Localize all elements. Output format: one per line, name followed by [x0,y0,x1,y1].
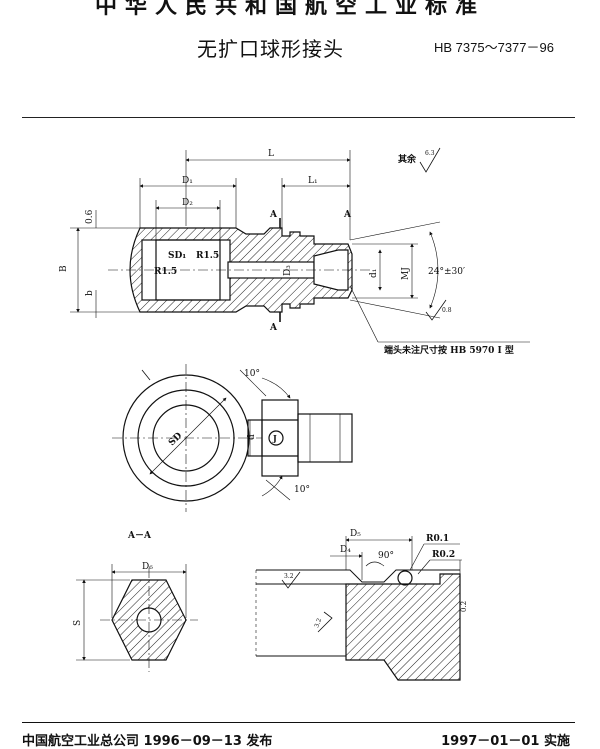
dim-D5: D₅ [350,529,361,539]
dim-D2: D₂ [182,198,193,208]
end-view [112,364,353,512]
roughness-3-2-top: 3.2 [284,573,294,580]
dim-R0-2: R0.2 [432,550,455,560]
dim-SD: SD [167,431,184,448]
roughness-other-label: 其余 [398,153,417,165]
section-view-labels: A－A D₆ S [73,531,153,626]
publication-info: 中国航空工业总公司 1996－09－13 发布 [22,734,273,749]
detail-view-labels: D₅ D₄ R0.1 R0.2 90° 3.2 3.2 0.2 [284,529,468,629]
dim-R0-1: R0.1 [426,534,449,544]
dim-R1-5-upper: R1.5 [196,251,219,261]
dim-0-2: 0.2 [460,601,468,612]
section-marker-A-top: A [269,210,278,220]
dim-L: L [268,149,274,159]
footer-divider [22,722,575,723]
detail-view [255,536,462,681]
dim-d: d [247,434,257,440]
header-divider [22,117,575,118]
dim-B: B [59,265,69,272]
dim-D4: D₄ [340,545,351,555]
section-view [76,564,198,672]
roughness-local-value: 0.8 [442,307,452,314]
roughness-3-2-side: 3.2 [313,617,323,629]
dim-MJ: MJ [401,267,411,280]
standard-banner: 中华人民共和国航空工业标准 [95,0,486,19]
dim-S: S [73,620,83,626]
section-label-A-A: A－A [127,531,152,541]
standard-number: HB 7375～7377－96 [434,40,554,55]
marker-J: J [272,433,277,443]
dim-SD1: SD₁ [168,251,186,261]
dim-D6: D₆ [142,562,153,572]
section-marker-A-bottom: A [269,323,278,333]
angle-10-top: 10° [244,369,260,379]
effective-date: 1997－01－01 实施 [441,734,570,749]
dim-L1: L₁ [308,176,318,186]
dim-0-6: 0.6 [85,209,95,224]
document-title: 无扩口球形接头 [197,37,344,61]
roughness-other-value: 6.3 [425,150,435,157]
dim-d1: d₁ [369,269,379,278]
main-view-labels: L D₁ D₂ L₁ B b 0.6 SD₁ R1.5 R1.5 D₃ d₁ M… [59,149,514,356]
main-view [70,147,530,343]
dim-D3: D₃ [283,265,293,276]
dim-b: b [85,290,95,296]
angle-10-bottom: 10° [294,485,310,495]
section-marker-A-right: A [343,210,352,220]
dim-R1-5-lower: R1.5 [154,267,177,277]
note-end-dimensions: 端头未注尺寸按 HB 5970 I 型 [384,344,514,356]
angle-90: 90° [378,551,394,561]
dim-D1: D₁ [182,176,193,186]
angle-24: 24°±30′ [428,267,465,277]
